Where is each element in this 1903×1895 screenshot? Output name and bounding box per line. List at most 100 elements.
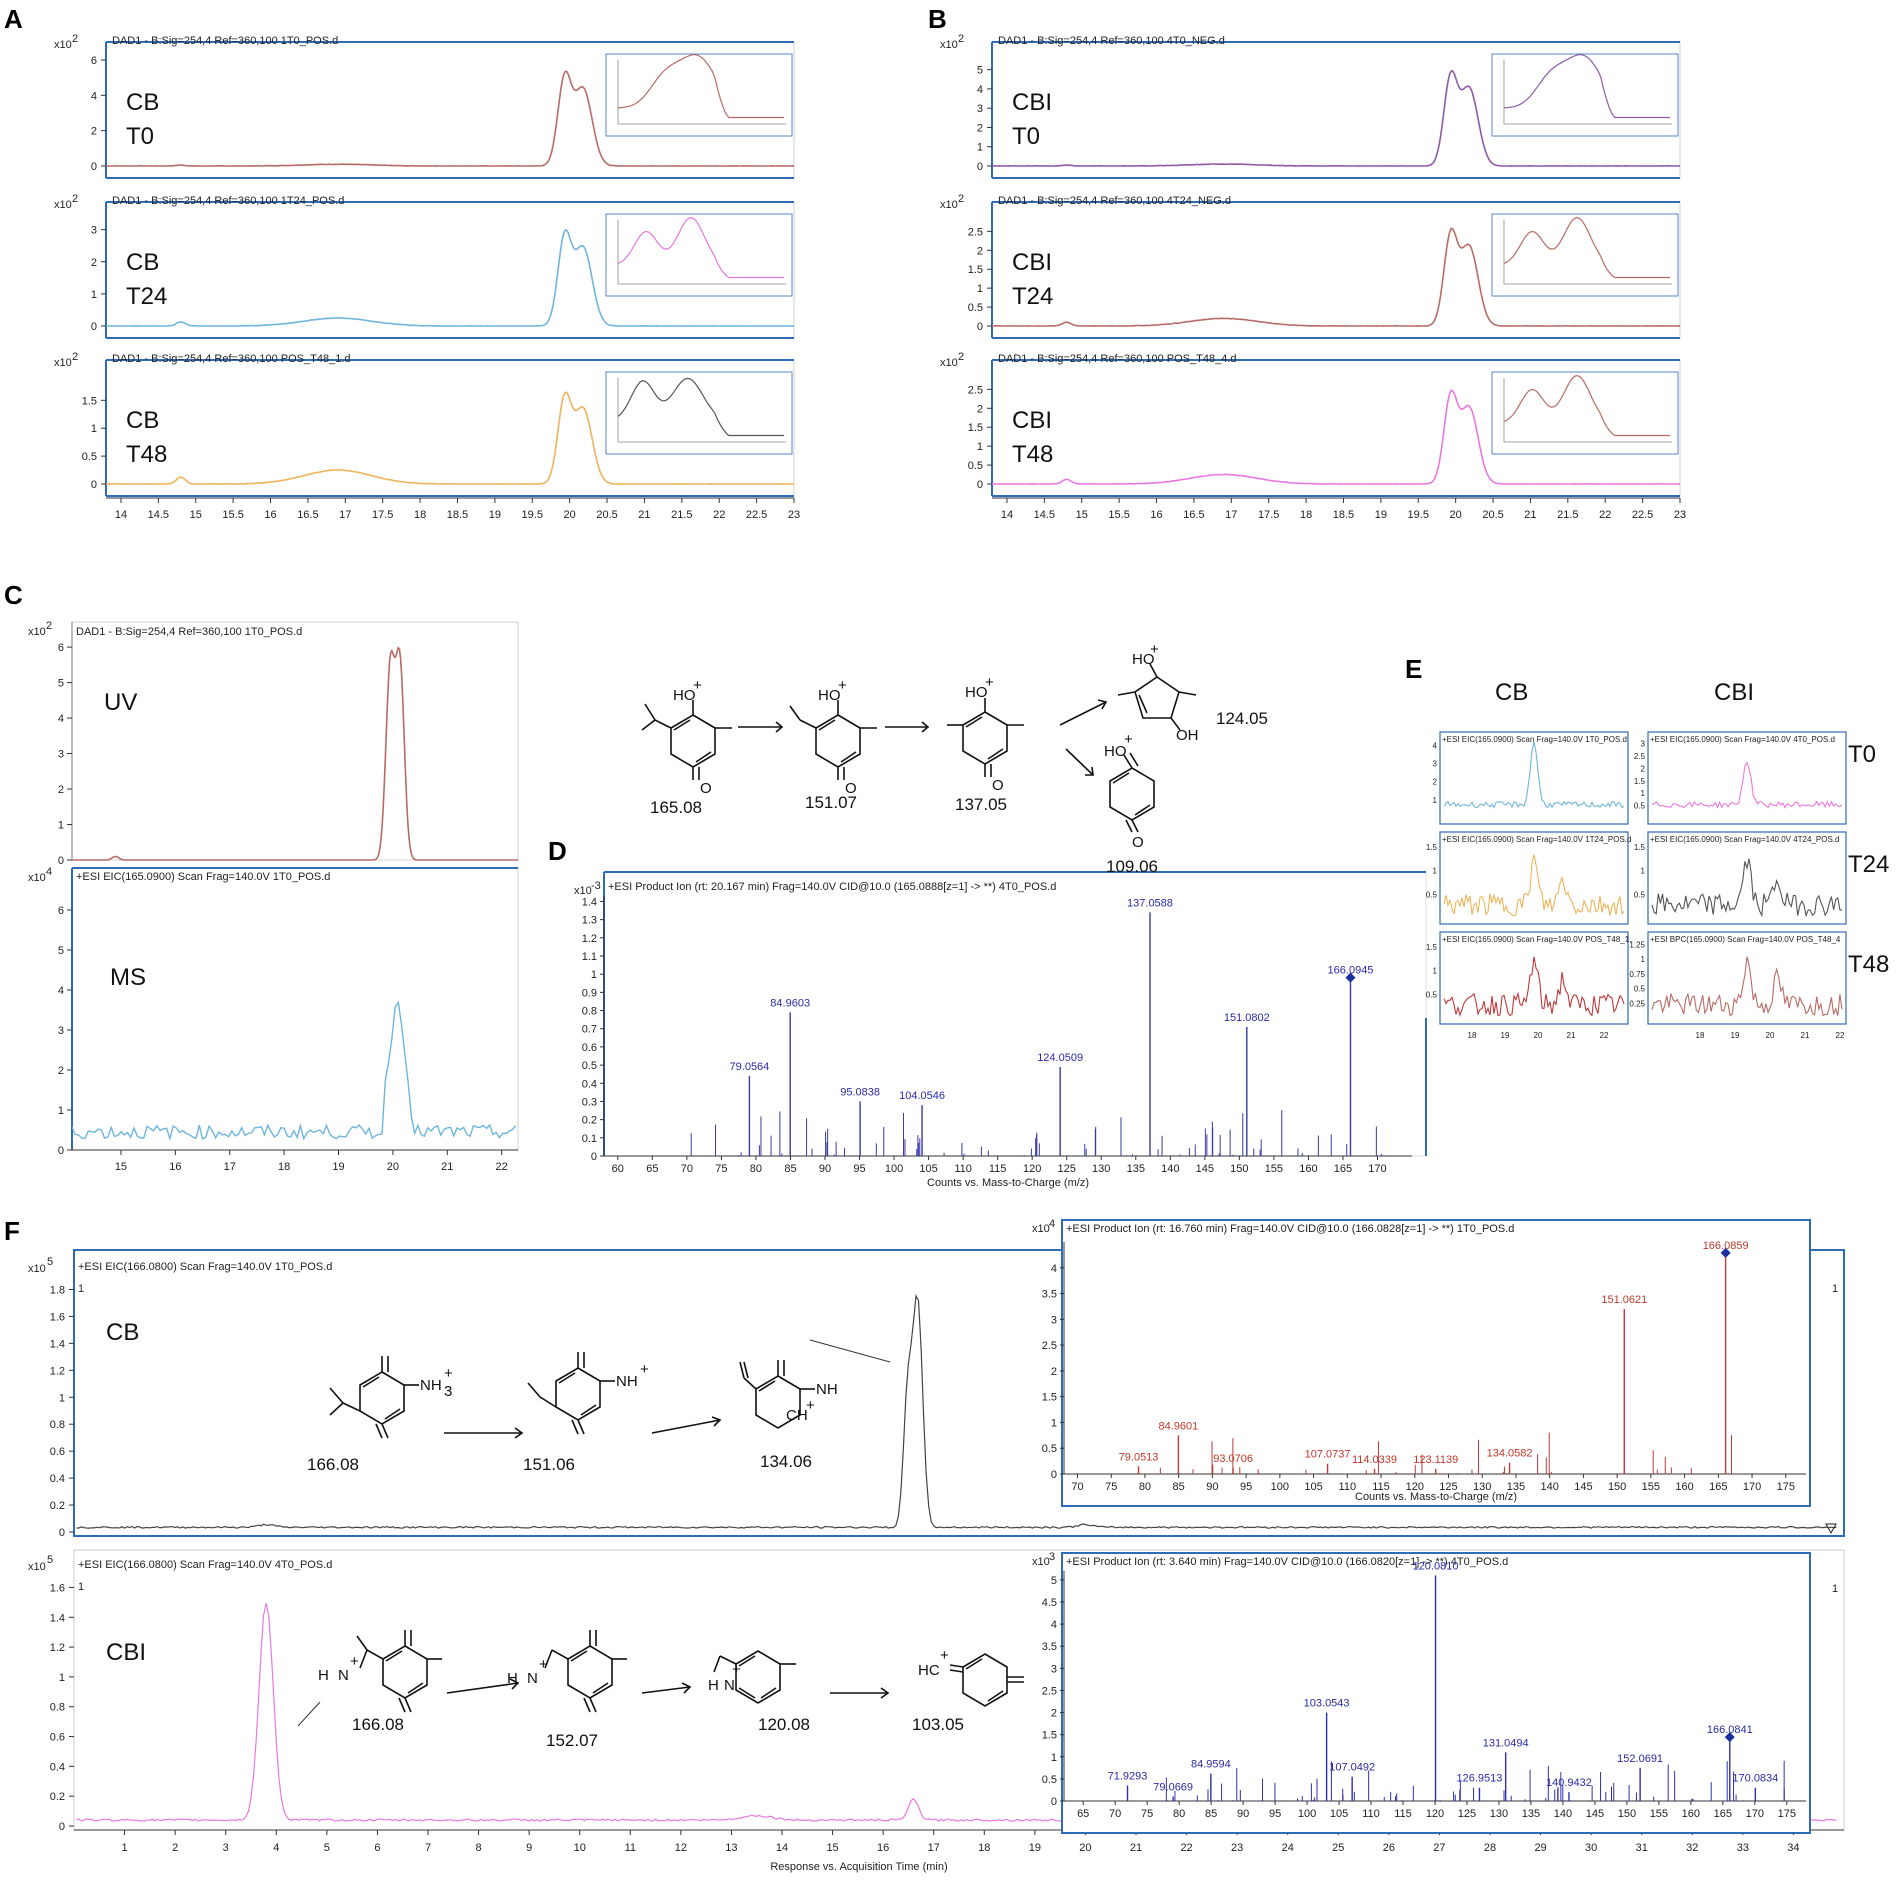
b-xlabel-10: 19 (1375, 509, 1387, 521)
d-peak-label-4: 124.0509 (1037, 1052, 1083, 1064)
f-bottom-ylabel-8: 1.6 (50, 1582, 65, 1594)
f-inset2-xlabel-15: 140 (1554, 1808, 1572, 1820)
b-exp-1: 2 (958, 193, 964, 205)
e-cbi-2-frame (1647, 931, 1847, 1025)
e-cb-1-trace (1443, 854, 1625, 917)
d-xlabel-8: 100 (885, 1163, 903, 1175)
e-cbi-2-ylabel-4: 1.25 (1629, 940, 1645, 949)
f-inset1-xlabel-21: 175 (1777, 1481, 1795, 1493)
d-ylabel-10: 1 (591, 969, 597, 981)
atom-ch: CH (786, 1407, 808, 1424)
b-inset-trace-1 (1503, 217, 1670, 279)
atom-oh-4: OH (1176, 727, 1199, 744)
a-exp-1: 2 (72, 193, 78, 205)
scheme-d (641, 663, 1197, 833)
b-ylabel-0-2: 2 (977, 122, 983, 134)
f-xlabel-7: 8 (476, 1842, 482, 1854)
f-top-ylabel-3: 0.6 (50, 1446, 65, 1458)
f-inset2-ylabel-5: 2.5 (1042, 1685, 1057, 1697)
b-trace-0 (991, 70, 1680, 167)
e-cb-xlabel-4: 22 (1600, 1031, 1609, 1040)
a-xlabel-14: 21 (638, 509, 650, 521)
c-xlabel-1: 16 (169, 1161, 181, 1173)
a-xlabel-0: 14 (115, 509, 127, 521)
scheme-f-cb (329, 1352, 815, 1439)
a-inset-0 (605, 53, 793, 137)
d-ylabel-7: 0.7 (582, 1024, 597, 1036)
f-inset1-xlabel-3: 85 (1173, 1481, 1185, 1493)
charge-1: + (693, 677, 702, 694)
f-inset1-peak-label-8: 166.0859 (1703, 1240, 1749, 1252)
a-ylabel-1-2: 2 (91, 257, 97, 269)
b-ylabel-0-1: 1 (977, 142, 983, 154)
f-inset2-xlabel-21: 170 (1746, 1808, 1764, 1820)
d-xlabel-17: 145 (1196, 1163, 1214, 1175)
b-xlabel-16: 22 (1599, 509, 1611, 521)
d-xlabel-9: 105 (919, 1163, 937, 1175)
f-xlabel-33: 34 (1787, 1842, 1799, 1854)
f-inset1-ylabel-7: 3.5 (1042, 1289, 1057, 1301)
b-ylabel-1-2: 1 (977, 283, 983, 295)
charge-4: + (1150, 641, 1159, 658)
e-cb-1-header: +ESI EIC(165.0900) Scan Frag=140.0V 1T24… (1442, 835, 1631, 844)
e-cbi-1-ylabel-1: 1 (1641, 867, 1646, 876)
f-xlabel-29: 30 (1585, 1842, 1597, 1854)
b-name2-1: T24 (1012, 283, 1053, 310)
b-inset-0 (1491, 53, 1679, 137)
b-trace-2 (991, 389, 1681, 485)
f-inset2-peak-label-10: 166.0841 (1707, 1724, 1753, 1736)
b-xlabel-13: 20.5 (1482, 509, 1503, 521)
f-xlabel-6: 7 (425, 1842, 431, 1854)
b-name1-0: CBI (1012, 89, 1052, 116)
c-ms-header: +ESI EIC(165.0900) Scan Frag=140.0V 1T0_… (76, 871, 330, 883)
f-top-frame (73, 1249, 1845, 1537)
f-inset2-xlabel-3: 80 (1173, 1808, 1185, 1820)
a-ylabel-0-2: 4 (91, 90, 97, 102)
e-cbi-xlabel-0: 18 (1696, 1031, 1705, 1040)
f-top-one-right: 1 (1832, 1283, 1838, 1295)
atom-h3n-2: H (507, 1670, 518, 1687)
a-trace-1 (106, 229, 795, 327)
b-ylabel-1-1: 0.5 (968, 302, 983, 314)
f-xlabel-21: 22 (1180, 1842, 1192, 1854)
c-ms-ylabel-1: 1 (58, 1105, 64, 1117)
e-cb-1-ylabel-1: 1 (1433, 867, 1438, 876)
f-xlabel-9: 10 (574, 1842, 586, 1854)
f-top-exp: 5 (47, 1256, 53, 1268)
e-cbi-xlabel-4: 22 (1836, 1031, 1845, 1040)
e-cb-0-ylabel-2: 3 (1433, 760, 1438, 769)
a-exp-0: 2 (72, 33, 78, 45)
a-x10-1: x10 (54, 199, 72, 211)
atom-nh3-sub: 3 (444, 1383, 452, 1400)
a-ylabel-1-3: 3 (91, 225, 97, 237)
f-xlabel-27: 28 (1484, 1842, 1496, 1854)
a-ylabel-1-0: 0 (91, 321, 97, 333)
f-xlabel-28: 29 (1534, 1842, 1546, 1854)
f-inset2-xlabel-19: 160 (1682, 1808, 1700, 1820)
d-xlabel-11: 115 (989, 1163, 1007, 1175)
b-xlabel-6: 17 (1225, 509, 1237, 521)
a-inset-trace-0 (617, 54, 784, 119)
atom-nh2: NH (616, 1373, 638, 1390)
f-inset1-peak-label-3: 107.0737 (1305, 1449, 1351, 1461)
f-xlabel-10: 11 (625, 1842, 636, 1854)
f-inset2-xlabel-11: 120 (1426, 1808, 1444, 1820)
panel-letter-c: C (4, 580, 23, 610)
c-xlabel-2: 17 (224, 1161, 236, 1173)
f-inset2-xlabel-13: 130 (1490, 1808, 1508, 1820)
e-cbi-0-ylabel-3: 2 (1641, 764, 1646, 773)
d-xlabel-22: 170 (1368, 1163, 1386, 1175)
f-inset1-xlabel-9: 115 (1372, 1481, 1390, 1493)
e-cb-0-header: +ESI EIC(165.0900) Scan Frag=140.0V 1T0_… (1442, 735, 1627, 744)
a-ylabel-0-3: 6 (91, 55, 97, 67)
f-bottom-ylabel-4: 0.8 (50, 1702, 65, 1714)
d-xlabel-4: 80 (750, 1163, 762, 1175)
f-inset1-xlabel-18: 160 (1675, 1481, 1693, 1493)
f-inset2-peak-label-3: 103.0543 (1304, 1698, 1350, 1710)
f-inset2-ylabel-0: 0 (1051, 1796, 1057, 1808)
f-inset2-ylabel-8: 4 (1051, 1619, 1057, 1631)
